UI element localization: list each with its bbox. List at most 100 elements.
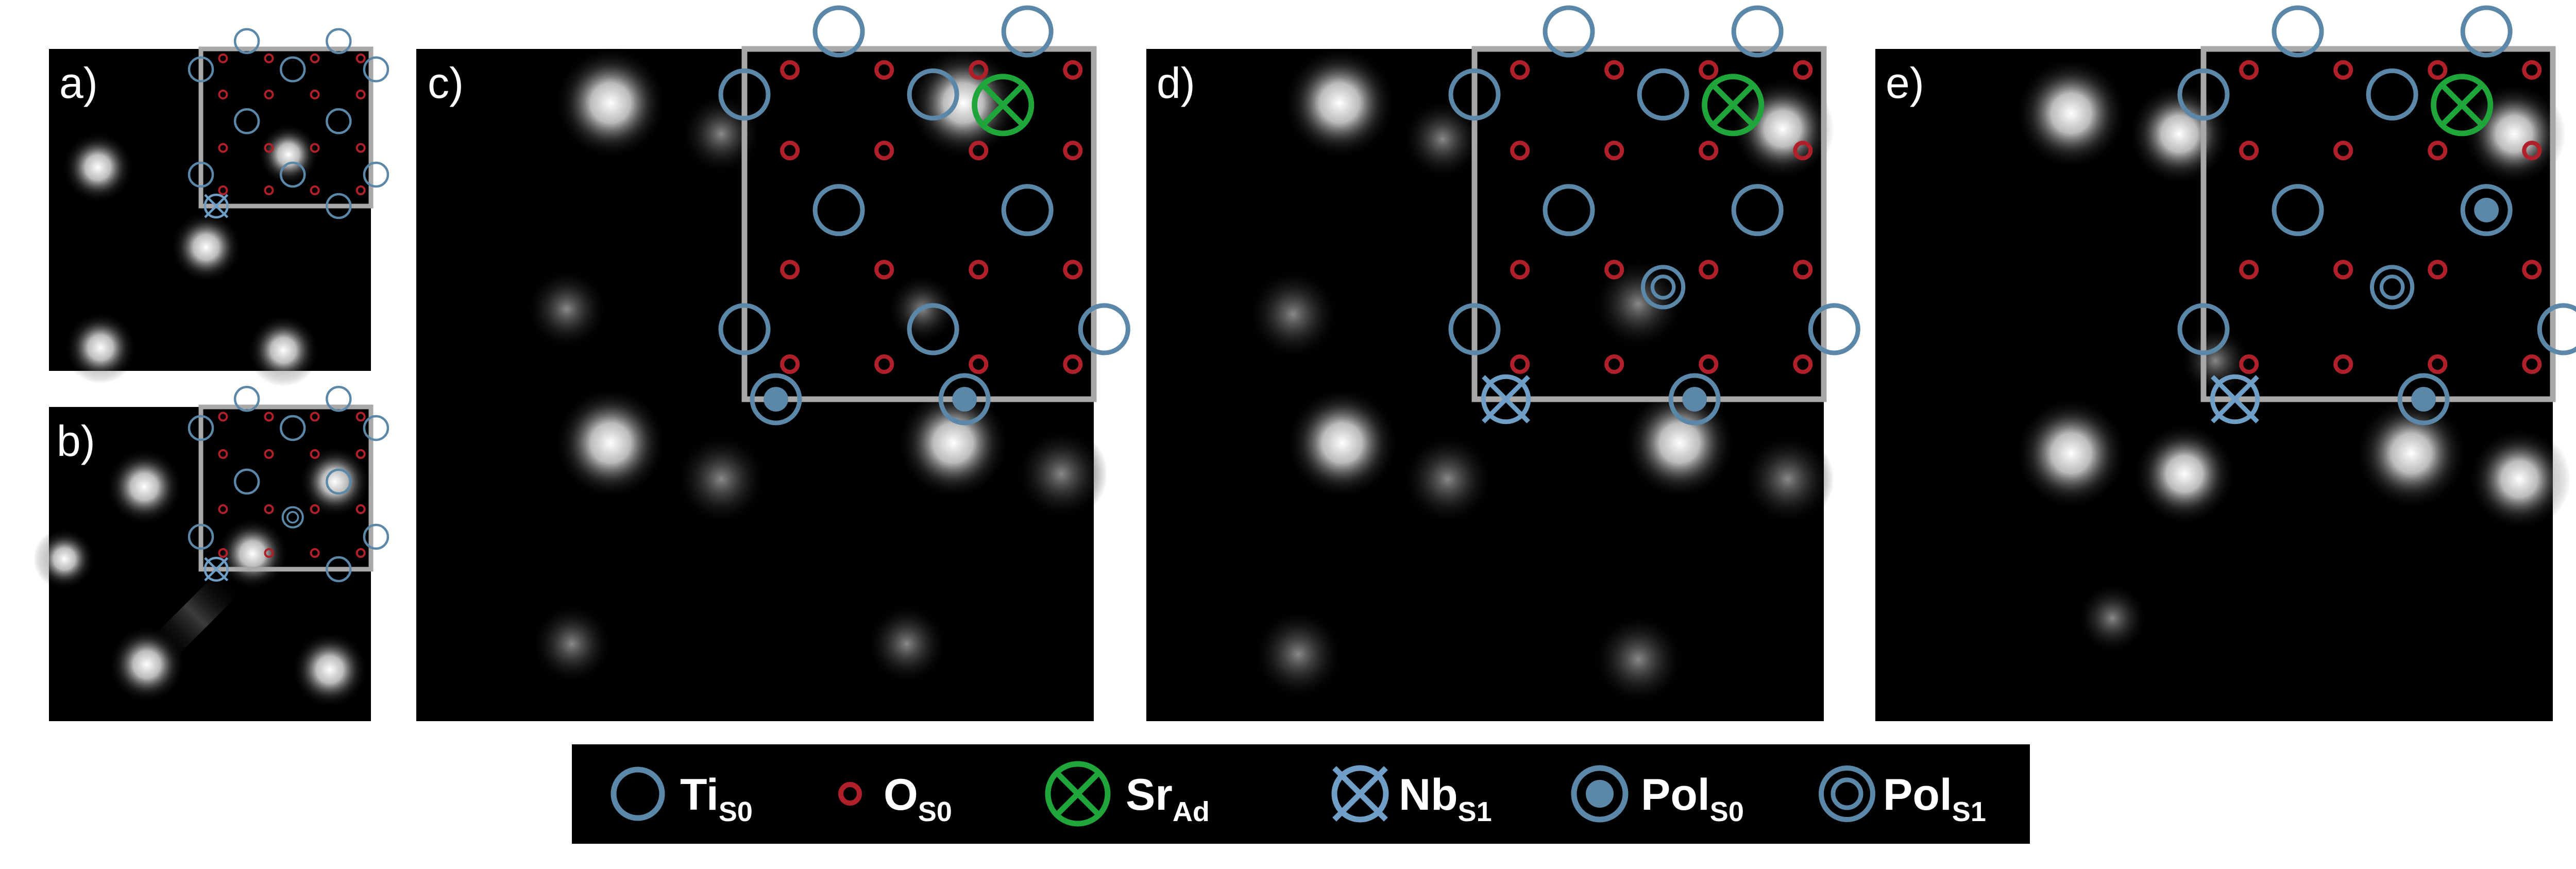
o-site-icon xyxy=(874,141,894,161)
o-site-icon xyxy=(218,412,228,422)
o-site-icon xyxy=(1793,60,1813,80)
pol-s0-site-icon xyxy=(2397,373,2450,425)
o-site-icon xyxy=(874,60,894,80)
panel-a-label: a) xyxy=(59,59,98,107)
panel-d-overlay-box xyxy=(1471,46,1827,402)
ti-site-icon xyxy=(188,415,214,441)
o-site-icon xyxy=(355,412,366,422)
ti-site-icon xyxy=(1078,303,1130,355)
o-site-icon xyxy=(218,449,228,459)
o-site-icon xyxy=(355,143,366,153)
ti-site-icon xyxy=(279,415,306,441)
o-site-icon xyxy=(264,548,274,558)
sr-site-icon xyxy=(1702,74,1765,137)
panel-b-label: b) xyxy=(57,417,95,465)
o-site-icon xyxy=(264,185,274,196)
panel-d-spots xyxy=(1247,46,1834,706)
ti-site-icon xyxy=(1448,68,1501,121)
legend-pol-s1-base: Pol xyxy=(1883,770,1952,820)
ti-site-icon xyxy=(1543,5,1595,58)
o-site-icon xyxy=(355,53,366,63)
legend-nb-sub: S1 xyxy=(1458,796,1492,827)
pol-s1-site-icon xyxy=(281,506,304,529)
pol-s1-site-icon xyxy=(1640,265,1686,310)
o-site-icon xyxy=(1063,141,1083,161)
o-site-icon xyxy=(355,504,366,514)
ti-site-icon xyxy=(1808,303,1860,355)
nb-site-icon xyxy=(204,193,229,219)
panel-d-label: d) xyxy=(1157,59,1195,107)
panel-d-lattice-overlay xyxy=(1448,5,1860,425)
o-site-icon xyxy=(218,53,228,63)
o-site-icon xyxy=(2239,141,2259,161)
ti-site-icon xyxy=(2272,184,2324,236)
ti-site-icon xyxy=(363,56,389,82)
ti-site-icon xyxy=(718,303,771,355)
o-site-icon xyxy=(355,89,366,99)
o-site-icon xyxy=(2522,141,2542,161)
o-site-icon xyxy=(218,143,228,153)
ti-site-icon xyxy=(1001,5,1054,58)
o-site-icon xyxy=(2239,60,2259,80)
legend-pol-s0-base: Pol xyxy=(1641,770,1710,820)
o-site-icon xyxy=(264,412,274,422)
o-site-icon xyxy=(1699,260,1719,280)
ti-site-icon xyxy=(363,523,389,550)
o-site-icon xyxy=(1793,141,1813,161)
ti-site-icon xyxy=(718,68,771,121)
o-site-icon xyxy=(264,89,274,99)
legend-item-o: OS0 xyxy=(838,770,952,827)
nb-site-icon xyxy=(2210,374,2260,424)
o-site-icon xyxy=(264,143,274,153)
legend: TiS0 OS0 SrAd NbS1 xyxy=(572,744,2030,844)
svg-text:NbS1: NbS1 xyxy=(1399,770,1492,827)
ti-site-icon xyxy=(1731,184,1784,236)
ti-site-icon xyxy=(188,56,214,82)
ti-site-icon xyxy=(279,56,306,82)
pol-s0-icon xyxy=(1571,765,1629,823)
o-site-icon xyxy=(1510,141,1530,161)
o-site-icon xyxy=(1604,141,1624,161)
o-site-icon xyxy=(218,185,228,196)
panel-e-label: e) xyxy=(1886,59,1924,107)
o-site-icon xyxy=(218,504,228,514)
o-site-icon xyxy=(2333,141,2353,161)
svg-text:PolS1: PolS1 xyxy=(1883,770,1986,827)
o-site-icon xyxy=(2239,260,2259,280)
panel-e-lattice-overlay xyxy=(2177,5,2576,425)
ti-site-icon xyxy=(326,468,352,495)
o-site-icon xyxy=(2239,354,2259,374)
panel-a-overlay-box xyxy=(198,46,374,209)
o-site-icon xyxy=(264,53,274,63)
o-site-icon xyxy=(1063,354,1083,374)
pol-s0-site-icon xyxy=(938,373,991,425)
ti-site-icon xyxy=(1731,5,1784,58)
ti-site-icon xyxy=(1001,184,1054,236)
panel-e: e) xyxy=(1875,5,2576,721)
o-site-icon xyxy=(2333,354,2353,374)
o-site-icon xyxy=(355,449,366,459)
ti-site-icon xyxy=(2272,5,2324,58)
o-site-icon xyxy=(2428,354,2448,374)
o-site-icon xyxy=(2333,60,2353,80)
ti-site-icon xyxy=(233,108,260,134)
panel-b-overlay-box xyxy=(198,404,374,572)
o-site-icon xyxy=(969,260,989,280)
ti-site-icon xyxy=(1543,184,1595,236)
pol-s1-icon xyxy=(1819,765,1875,822)
pol-s1-site-icon xyxy=(2369,265,2415,310)
o-site-icon xyxy=(2428,141,2448,161)
o-site-icon xyxy=(2522,260,2542,280)
pol-s0-site-icon xyxy=(2460,184,2513,236)
o-site-icon xyxy=(310,449,320,459)
ti-site-icon xyxy=(907,68,959,121)
panel-b-spots xyxy=(33,446,371,708)
ti-site-icon xyxy=(233,468,260,495)
o-site-icon xyxy=(1510,354,1530,374)
nb-site-icon xyxy=(1481,374,1531,424)
pol-s0-site-icon xyxy=(750,373,802,425)
legend-sr-base: Sr xyxy=(1126,770,1173,820)
ti-site-icon xyxy=(188,523,214,550)
legend-pol-s1-sub: S1 xyxy=(1952,796,1986,827)
ti-site-icon xyxy=(279,161,306,188)
